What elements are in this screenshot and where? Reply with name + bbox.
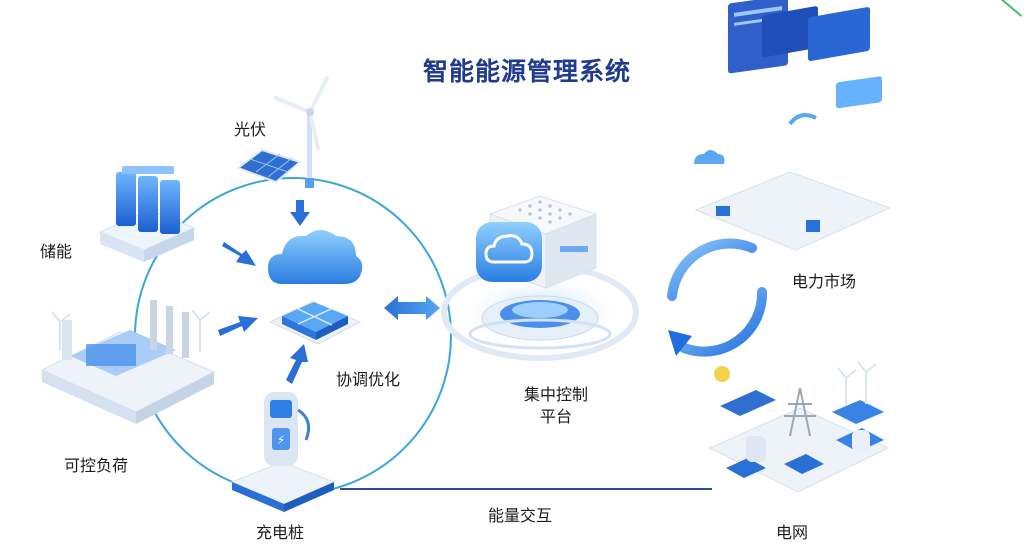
label-storage: 储能 [40,242,73,261]
label-optimize: 协调优化 [336,370,401,389]
label-exchange: 能量交互 [488,506,553,525]
label-platform-line2: 平台 [539,407,572,426]
arrow-from-pv [290,200,310,226]
arrow-from-storage [222,242,256,266]
label-market: 电力市场 [792,272,857,291]
power-grid-icon [708,361,890,493]
label-grid: 电网 [776,523,809,542]
label-charger: 充电桩 [256,523,305,542]
diagram-title: 智能能源管理系统 [422,57,631,86]
ev-charger-icon: ⚡ [230,392,336,512]
solar-panel-icon [235,148,303,184]
arrow-from-load [218,316,258,336]
wind-turbine-icon [274,76,329,188]
svg-text:⚡: ⚡ [277,433,285,447]
platform-cloud-icon [476,222,542,282]
central-platform-icon [441,263,639,361]
battery-storage-icon [98,166,196,262]
label-platform-line1: 集中控制 [523,385,588,404]
label-pv: 光伏 [234,120,267,139]
double-arrow-platform [384,296,440,320]
cycle-arrow-icon [667,238,768,357]
market-dashboard-icon [694,0,892,251]
label-load: 可控负荷 [64,456,129,475]
factory-icon [40,300,216,424]
cloud-icon [268,230,363,284]
arrow-from-charger [286,344,308,384]
label-platform: 集中控制 平台 [514,384,598,428]
flow-arrows [218,200,440,384]
optimizer-cubes-icon [268,301,362,345]
